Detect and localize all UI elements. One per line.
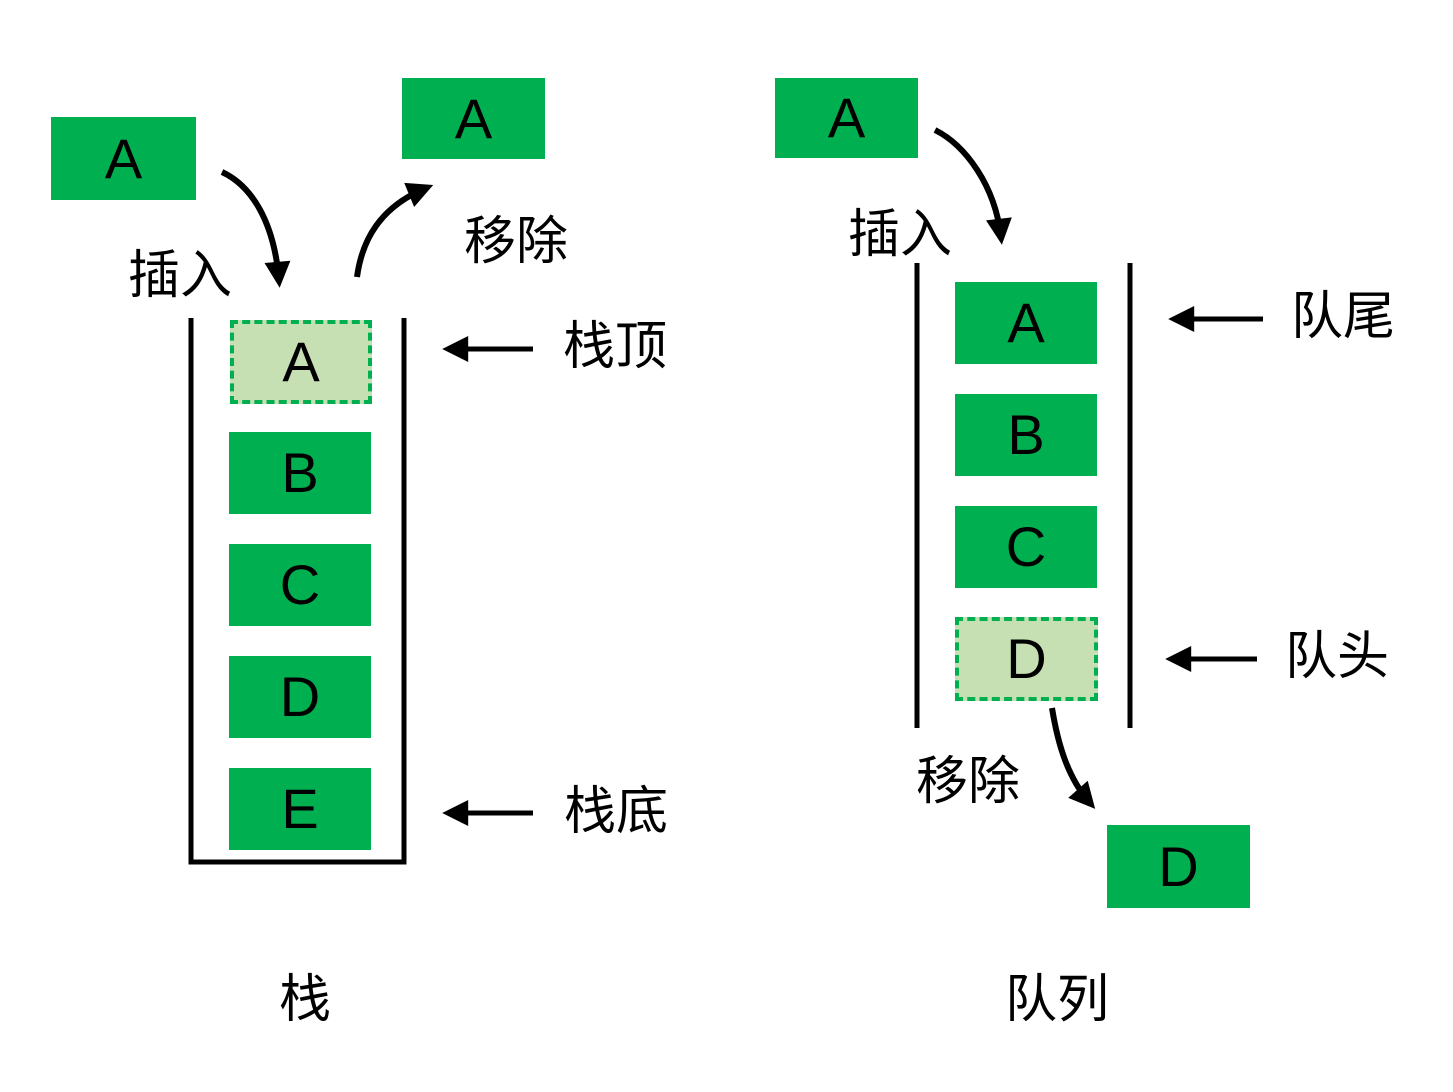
stack-incoming-box: A bbox=[51, 117, 196, 200]
stack-title: 栈 bbox=[278, 971, 332, 1030]
stack-item: E bbox=[229, 768, 371, 850]
queue-remove-label: 移除 bbox=[915, 753, 1021, 812]
stack-item-label: B bbox=[281, 441, 319, 504]
stack-item-label: C bbox=[279, 553, 321, 616]
queue-insert-label: 插入 bbox=[847, 206, 953, 265]
queue-head-item: D bbox=[955, 617, 1098, 701]
queue-item: A bbox=[955, 282, 1097, 364]
queue-item-label: B bbox=[1007, 403, 1045, 466]
stack-item-label: E bbox=[281, 777, 319, 840]
queue-tail-pointer-label: 队尾 bbox=[1290, 288, 1396, 347]
stack-incoming-label: A bbox=[104, 126, 143, 190]
stack-item-label: A bbox=[282, 330, 320, 393]
queue-title: 队列 bbox=[1004, 971, 1110, 1030]
queue-remove-arrow bbox=[1049, 707, 1096, 809]
queue-item: C bbox=[955, 506, 1097, 588]
queue-outgoing-label: D bbox=[1158, 834, 1199, 898]
queue-item-label: A bbox=[1007, 291, 1045, 354]
stack-remove-label: 移除 bbox=[463, 213, 569, 272]
stack-item: C bbox=[229, 544, 371, 626]
stack-outgoing-label: A bbox=[454, 86, 493, 150]
queue-incoming-box: A bbox=[775, 78, 918, 158]
stack-insert-label: 插入 bbox=[127, 247, 233, 306]
stack-outgoing-box: A bbox=[402, 78, 545, 159]
queue-item-label: D bbox=[1006, 627, 1047, 690]
queue-head-pointer-label: 队头 bbox=[1284, 628, 1390, 687]
queue-incoming-label: A bbox=[827, 86, 866, 149]
stack-top-pointer-label: 栈顶 bbox=[562, 318, 668, 377]
stack-item: D bbox=[229, 656, 371, 738]
stack-remove-arrow bbox=[354, 182, 434, 278]
stack-bottom-pointer-label: 栈底 bbox=[563, 783, 669, 842]
stack-item: B bbox=[229, 432, 371, 514]
stack-item-label: D bbox=[279, 665, 321, 728]
queue-item-label: C bbox=[1005, 515, 1047, 578]
queue-item: B bbox=[955, 394, 1097, 476]
stack-top-item: A bbox=[230, 320, 372, 404]
queue-outgoing-box: D bbox=[1107, 825, 1250, 908]
